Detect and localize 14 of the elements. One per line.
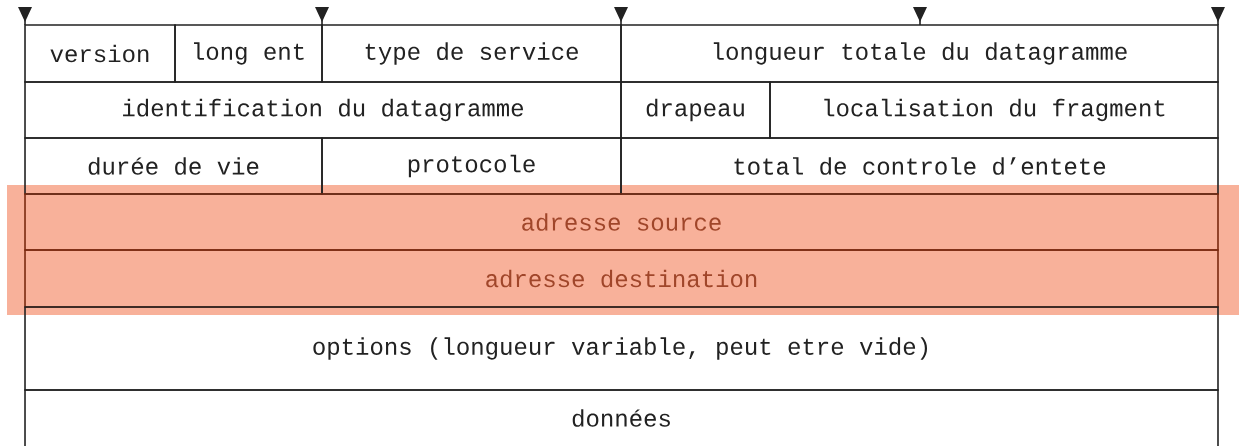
field-cell: identification du datagramme: [24, 81, 622, 139]
field-cell: total de controle d’entete: [620, 137, 1219, 195]
field-cell: adresse destination: [24, 249, 1219, 308]
field-cell: version: [24, 24, 176, 83]
field-cell: longueur totale du datagramme: [620, 24, 1219, 83]
field-cell: long ent: [174, 24, 323, 83]
field-cell: adresse source: [24, 193, 1219, 251]
field-cell: protocole: [321, 137, 622, 195]
field-cell: localisation du fragment: [769, 81, 1219, 139]
field-cell: durée de vie: [24, 137, 323, 195]
field-cell: données: [24, 389, 1219, 446]
field-cell: drapeau: [620, 81, 771, 139]
field-cell: options (longueur variable, peut etre vide): [24, 306, 1219, 391]
field-cell: type de service: [321, 24, 622, 83]
